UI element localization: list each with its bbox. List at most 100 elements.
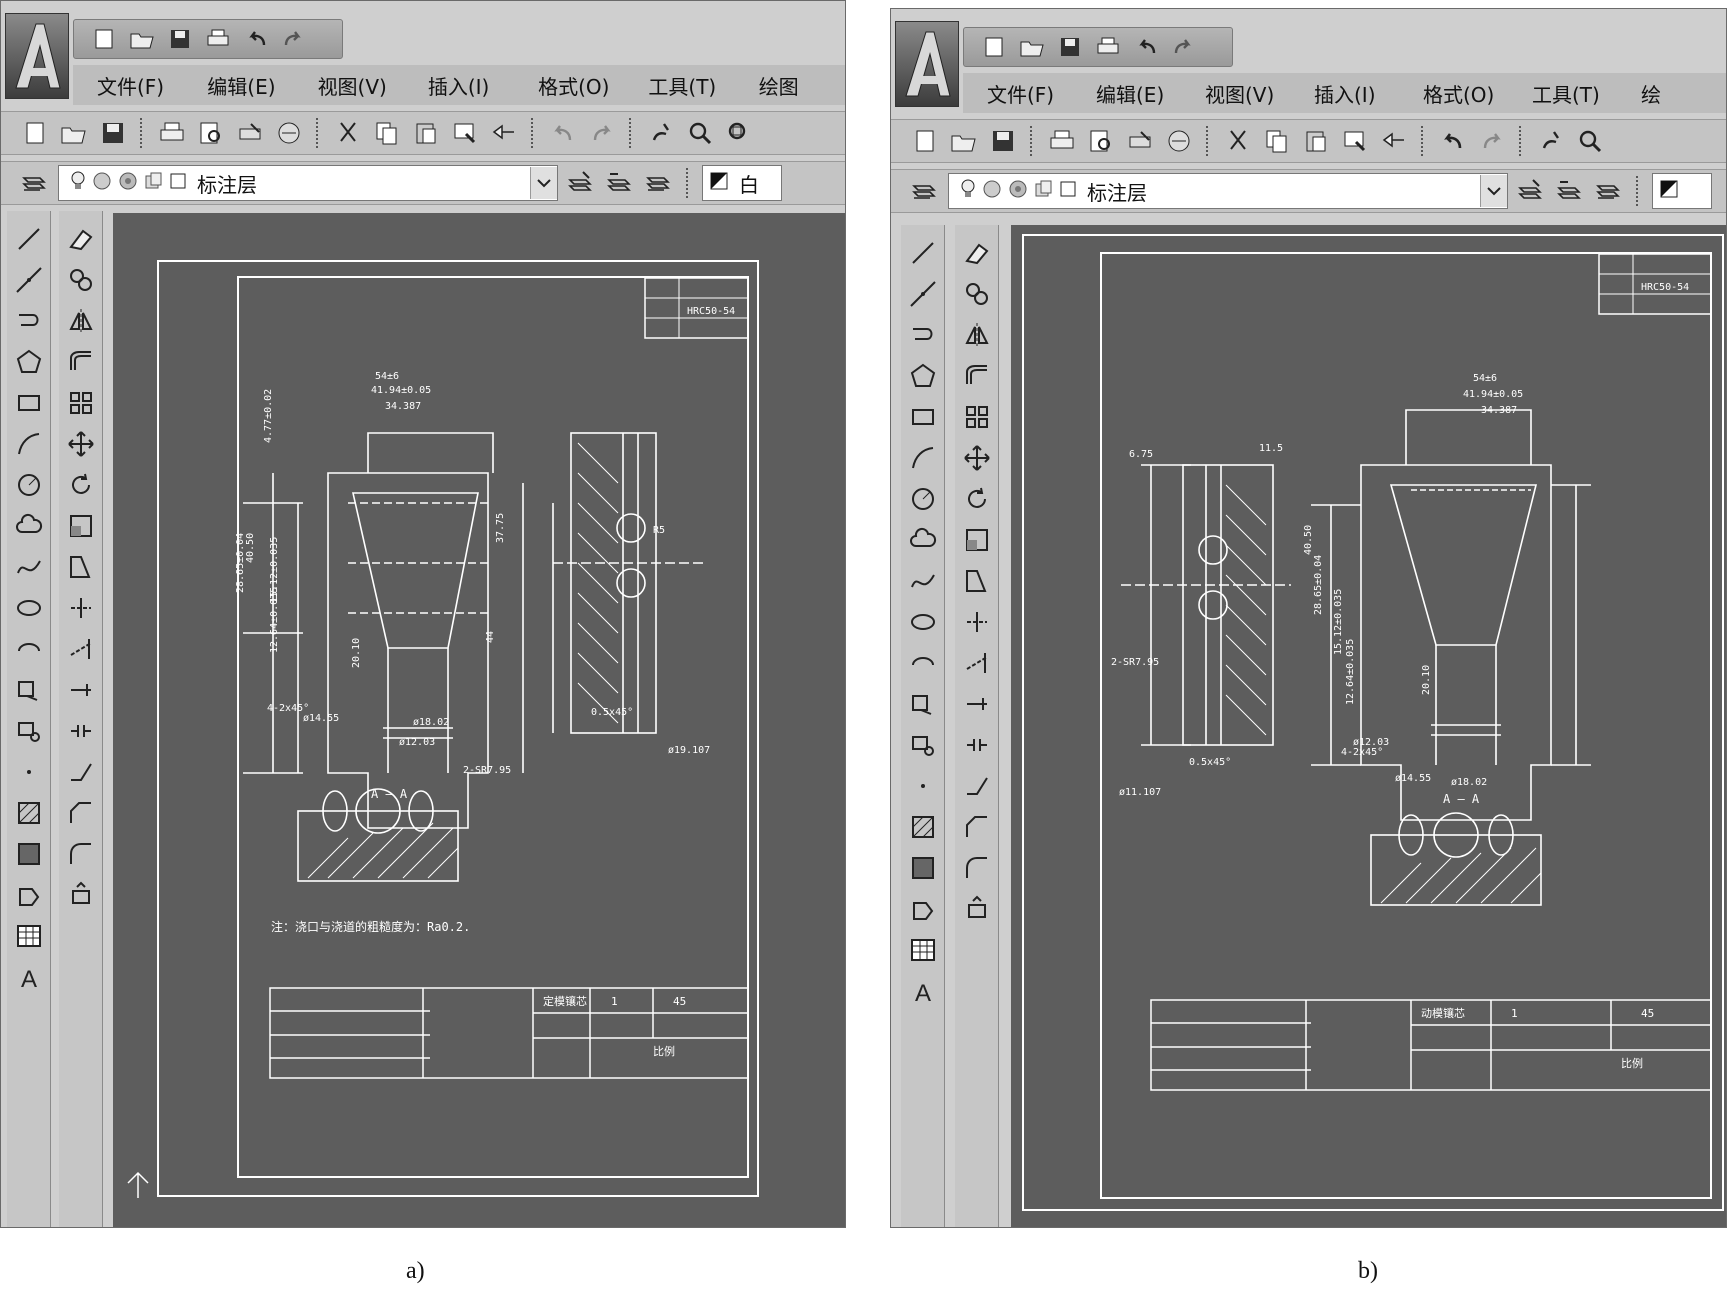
- polygon-icon[interactable]: [906, 358, 940, 394]
- menu-insert[interactable]: 插入(I): [427, 74, 490, 99]
- layer-states-icon[interactable]: [1593, 175, 1625, 207]
- break-point-icon[interactable]: [64, 672, 98, 708]
- chamfer-icon[interactable]: [960, 809, 994, 845]
- trim-icon[interactable]: [960, 604, 994, 640]
- hatch-icon[interactable]: [906, 809, 940, 845]
- table-icon[interactable]: [906, 932, 940, 968]
- block-icon[interactable]: [1378, 125, 1410, 157]
- open-icon[interactable]: [58, 117, 90, 149]
- rectangle-icon[interactable]: [906, 399, 940, 435]
- arc-icon[interactable]: [906, 440, 940, 476]
- ellipse-icon[interactable]: [906, 604, 940, 640]
- app-menu-button[interactable]: [895, 21, 959, 107]
- drawing-canvas[interactable]: HRC50-54 A: [1011, 225, 1726, 1227]
- insert-block-icon[interactable]: [906, 686, 940, 722]
- preview-icon[interactable]: [195, 117, 227, 149]
- break-icon[interactable]: [960, 727, 994, 763]
- cloud-icon[interactable]: [906, 522, 940, 558]
- extend-icon[interactable]: [960, 645, 994, 681]
- trim-icon[interactable]: [64, 590, 98, 626]
- undo-icon[interactable]: [1437, 125, 1469, 157]
- join-icon[interactable]: [64, 754, 98, 790]
- layer-manager-icon[interactable]: [19, 167, 51, 199]
- copy-object-icon[interactable]: [64, 262, 98, 298]
- plot-style-icon[interactable]: [143, 170, 165, 196]
- block-icon[interactable]: [488, 117, 520, 149]
- print-icon[interactable]: [1046, 125, 1078, 157]
- move-icon[interactable]: [64, 426, 98, 462]
- scale-icon[interactable]: [64, 508, 98, 544]
- open-icon[interactable]: [1016, 31, 1048, 63]
- zoom-icon[interactable]: [1574, 125, 1606, 157]
- color-dropdown[interactable]: [1652, 173, 1712, 209]
- layer-previous-icon[interactable]: [1554, 175, 1586, 207]
- paste-icon[interactable]: [410, 117, 442, 149]
- array-icon[interactable]: [960, 399, 994, 435]
- chevron-down-icon[interactable]: [1480, 175, 1507, 207]
- point-icon[interactable]: [906, 768, 940, 804]
- zoom-window-icon[interactable]: [723, 117, 755, 149]
- erase-icon[interactable]: [960, 235, 994, 271]
- cut-icon[interactable]: [1222, 125, 1254, 157]
- undo-icon[interactable]: [1130, 31, 1162, 63]
- match-icon[interactable]: [1339, 125, 1371, 157]
- undo-icon[interactable]: [240, 23, 272, 55]
- table-icon[interactable]: [12, 918, 46, 954]
- join-icon[interactable]: [960, 768, 994, 804]
- lightbulb-icon[interactable]: [959, 178, 977, 204]
- publish-icon[interactable]: [273, 117, 305, 149]
- make-block-icon[interactable]: [12, 713, 46, 749]
- break-point-icon[interactable]: [960, 686, 994, 722]
- ellipse-arc-icon[interactable]: [12, 631, 46, 667]
- pline-icon[interactable]: [906, 317, 940, 353]
- arc-icon[interactable]: [12, 426, 46, 462]
- layer-previous-icon[interactable]: [604, 167, 636, 199]
- rectangle-icon[interactable]: [12, 385, 46, 421]
- region-icon[interactable]: [906, 891, 940, 927]
- menu-tools[interactable]: 工具(T): [1532, 82, 1600, 107]
- point-icon[interactable]: [12, 754, 46, 790]
- region-icon[interactable]: [12, 877, 46, 913]
- spline-icon[interactable]: [906, 563, 940, 599]
- gradient-icon[interactable]: [12, 836, 46, 872]
- layer-manager-icon[interactable]: [909, 175, 941, 207]
- print-icon[interactable]: [202, 23, 234, 55]
- app-menu-button[interactable]: [5, 13, 69, 99]
- menu-tools[interactable]: 工具(T): [648, 74, 717, 99]
- redo-icon[interactable]: [586, 117, 618, 149]
- make-current-icon[interactable]: [565, 167, 597, 199]
- stretch-icon[interactable]: [960, 563, 994, 599]
- extend-icon[interactable]: [64, 631, 98, 667]
- save-icon[interactable]: [97, 117, 129, 149]
- menu-draw[interactable]: 绘: [1641, 82, 1661, 107]
- spline-icon[interactable]: [12, 549, 46, 585]
- break-icon[interactable]: [64, 713, 98, 749]
- lock-icon[interactable]: [1007, 178, 1029, 204]
- mirror-icon[interactable]: [64, 303, 98, 339]
- new-icon[interactable]: [909, 125, 941, 157]
- redo-icon[interactable]: [1168, 31, 1200, 63]
- rotate-icon[interactable]: [64, 467, 98, 503]
- explode-icon[interactable]: [960, 891, 994, 927]
- fillet-icon[interactable]: [64, 836, 98, 872]
- menu-insert[interactable]: 插入(I): [1314, 82, 1376, 107]
- open-icon[interactable]: [948, 125, 980, 157]
- rotate-icon[interactable]: [960, 481, 994, 517]
- new-icon[interactable]: [88, 23, 120, 55]
- insert-block-icon[interactable]: [12, 672, 46, 708]
- ellipse-arc-icon[interactable]: [906, 645, 940, 681]
- new-icon[interactable]: [978, 31, 1010, 63]
- line-icon[interactable]: [12, 221, 46, 257]
- layer-states-icon[interactable]: [643, 167, 675, 199]
- scale-icon[interactable]: [960, 522, 994, 558]
- print-icon[interactable]: [156, 117, 188, 149]
- sun-icon[interactable]: [91, 170, 113, 196]
- cut-icon[interactable]: [332, 117, 364, 149]
- gradient-icon[interactable]: [906, 850, 940, 886]
- save-icon[interactable]: [164, 23, 196, 55]
- new-icon[interactable]: [19, 117, 51, 149]
- plot-icon[interactable]: [1124, 125, 1156, 157]
- erase-icon[interactable]: [64, 221, 98, 257]
- cloud-icon[interactable]: [12, 508, 46, 544]
- sun-icon[interactable]: [981, 178, 1003, 204]
